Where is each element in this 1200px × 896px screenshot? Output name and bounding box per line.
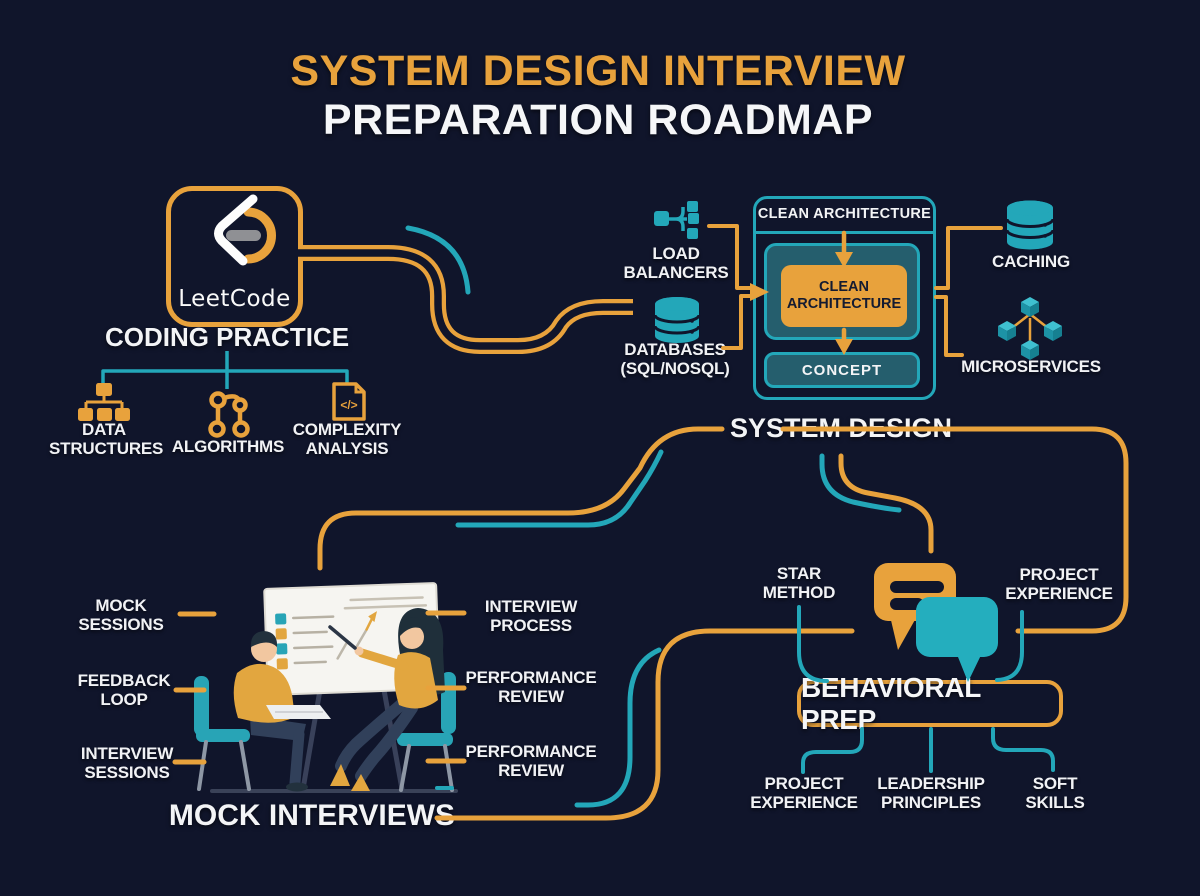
tree-structure-icon bbox=[78, 383, 130, 421]
decorative-teal-line-left bbox=[455, 449, 664, 528]
chat-bubbles-icon bbox=[874, 563, 998, 682]
system-design-label: SYSTEM DESIGN bbox=[729, 413, 953, 443]
microservices-icon bbox=[998, 297, 1062, 360]
system-design-panel: CLEAN ARCHITECTURE CLEAN ARCHITECTURE CO… bbox=[753, 196, 936, 400]
microservices-label: MICROSERVICES bbox=[961, 357, 1101, 376]
caching-label: CACHING bbox=[992, 252, 1070, 271]
performance-review-label: PERFORMANCE REVIEW bbox=[465, 668, 597, 707]
clean-architecture-core-box: CLEAN ARCHITECTURE bbox=[781, 265, 907, 327]
leetcode-card: LeetCode bbox=[166, 186, 303, 327]
mock-interview-illustration bbox=[194, 582, 458, 793]
star-method-label: STAR METHOD bbox=[762, 564, 836, 603]
project-experience-top-label: PROJECT EXPERIENCE bbox=[1005, 565, 1113, 604]
load-balancer-icon bbox=[654, 201, 699, 239]
microservices-connector bbox=[934, 295, 964, 357]
algorithms-label: ALGORITHMS bbox=[171, 437, 285, 456]
page-title-line2: PREPARATION ROADMAP bbox=[322, 96, 874, 144]
performance-review-label-2: PERFORMANCE REVIEW bbox=[465, 742, 597, 781]
interview-sessions-label: INTERVIEW SESSIONS bbox=[80, 744, 174, 783]
mock-sessions-label: MOCK SESSIONS bbox=[78, 596, 164, 635]
project-experience-bottom-label: PROJECT EXPERIENCE bbox=[750, 774, 858, 813]
behavioral-prep-box: BEHAVIORAL PREP bbox=[797, 672, 1063, 735]
leadership-principles-label: LEADERSHIP PRINCIPLES bbox=[877, 774, 985, 813]
concept-box: CONCEPT bbox=[764, 352, 920, 388]
star-method-connector bbox=[797, 605, 829, 683]
complexity-analysis-label: COMPLEXITY ANALYSIS bbox=[292, 420, 402, 459]
coding-practice-label: CODING PRACTICE bbox=[104, 322, 350, 352]
svg-text:</>: </> bbox=[340, 398, 357, 412]
data-structures-label: DATA STRUCTURES bbox=[49, 420, 164, 459]
decorative-teal-s bbox=[819, 453, 902, 513]
mock-interviews-label: MOCK INTERVIEWS bbox=[168, 799, 456, 832]
graph-nodes-icon bbox=[208, 391, 250, 438]
cache-icon bbox=[1005, 200, 1055, 250]
panel-divider bbox=[756, 231, 933, 234]
database-icon bbox=[653, 297, 701, 343]
project-experience-top-connector bbox=[995, 610, 1024, 682]
label-dashes bbox=[172, 610, 467, 765]
databases-label: DATABASES (SQL/NOSQL) bbox=[620, 340, 730, 379]
clean-architecture-header: CLEAN ARCHITECTURE bbox=[757, 206, 932, 222]
interview-process-label: INTERVIEW PROCESS bbox=[484, 597, 578, 636]
feedback-loop-label: FEEDBACK LOOP bbox=[77, 671, 171, 710]
coding-practice-bracket bbox=[101, 351, 349, 389]
code-document-icon: </> bbox=[332, 382, 366, 421]
soft-skills-label: SOFT SKILLS bbox=[1025, 774, 1085, 813]
page-title-line1: SYSTEM DESIGN INTERVIEW bbox=[290, 47, 906, 95]
systemdesign-down-line bbox=[838, 453, 934, 554]
leetcode-wordmark: LeetCode bbox=[178, 286, 291, 312]
decorative-teal-arc bbox=[405, 225, 471, 295]
load-balancers-label: LOAD BALANCERS bbox=[623, 244, 729, 283]
